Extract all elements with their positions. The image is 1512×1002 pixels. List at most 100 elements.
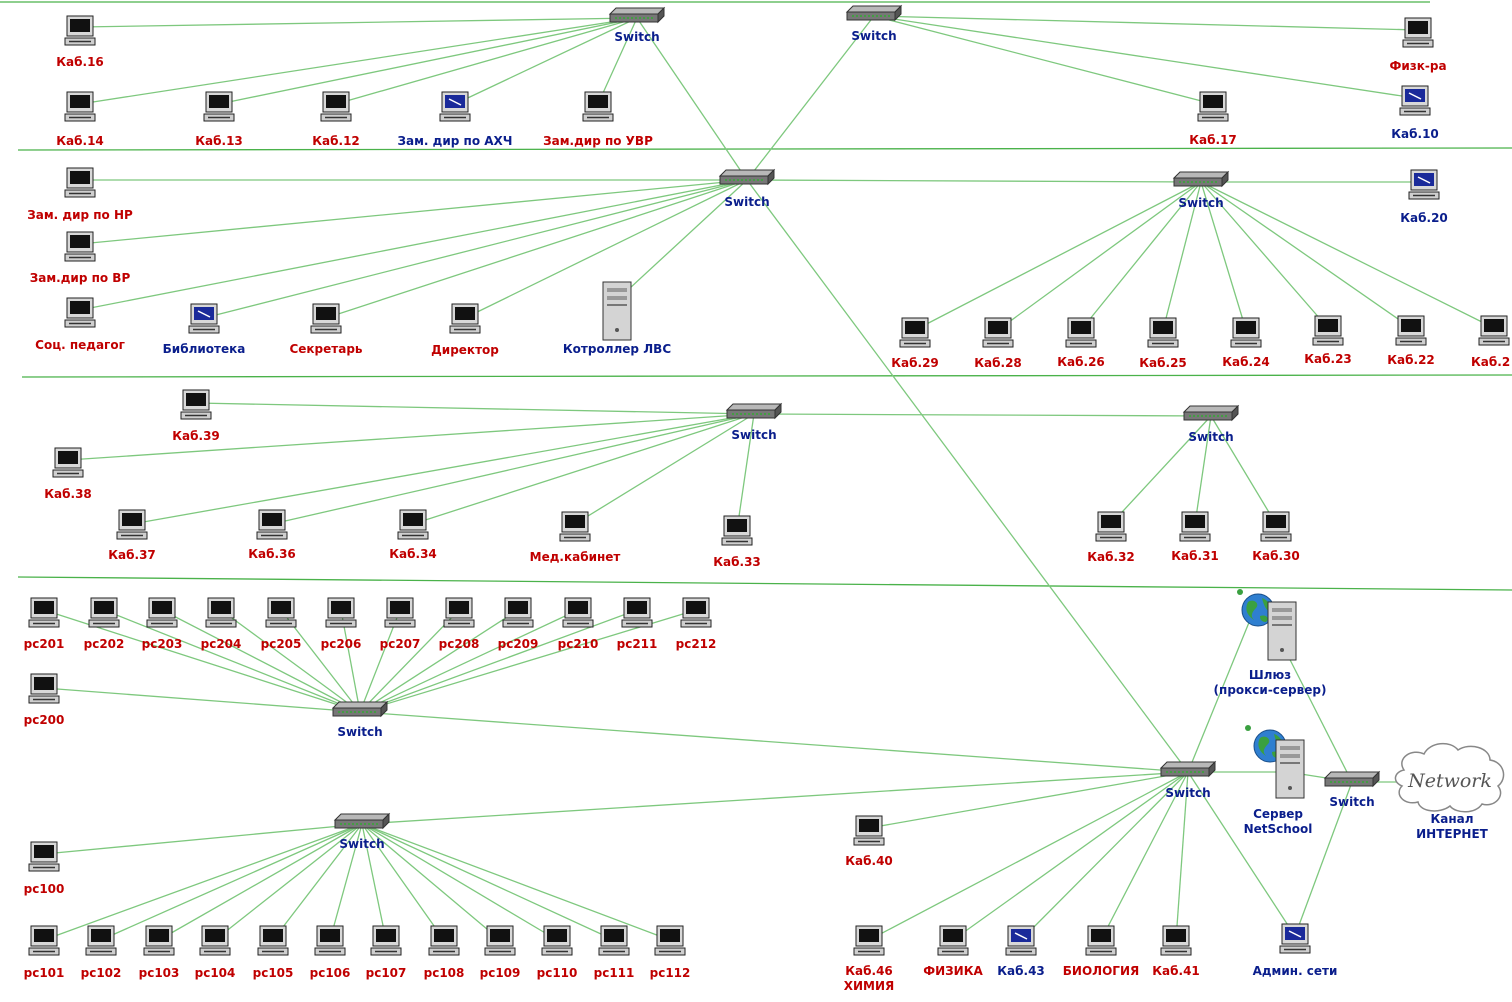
server-icon[interactable]: Котроллер ЛВС: [563, 281, 671, 356]
computer-icon[interactable]: Каб.24: [1222, 317, 1270, 369]
computer-icon[interactable]: Каб.40: [845, 815, 893, 868]
computer-icon[interactable]: Зам. дир по АХЧ: [398, 91, 513, 148]
computer-icon[interactable]: Каб.34: [389, 509, 437, 561]
switch-icon[interactable]: Switch: [609, 7, 665, 44]
node-label: pc112: [650, 966, 691, 980]
computer-icon[interactable]: Каб.23: [1304, 315, 1352, 366]
computer-icon[interactable]: pc203: [142, 597, 183, 651]
computer-icon[interactable]: pc105: [253, 925, 294, 980]
computer-icon[interactable]: pc211: [617, 597, 658, 651]
computer-icon[interactable]: pc109: [480, 925, 521, 980]
node-label: БИОЛОГИЯ: [1063, 964, 1140, 978]
floor-3-nodes: Зам. дир по НР Зам.дир по ВР Соц. педаго…: [27, 167, 1510, 370]
node-label: pc209: [498, 637, 539, 651]
computer-icon[interactable]: Каб.39: [172, 389, 220, 443]
computer-icon[interactable]: Каб.14: [56, 91, 104, 148]
computer-icon[interactable]: Соц. педагог: [35, 297, 125, 352]
computer-icon[interactable]: pc202: [84, 597, 125, 651]
computer-icon[interactable]: pc102: [81, 925, 122, 980]
node-label: Зам.дир по УВР: [543, 134, 653, 148]
node-label: pc111: [594, 966, 635, 980]
computer-icon[interactable]: pc110: [537, 925, 578, 980]
computer-icon[interactable]: Зам.дир по УВР: [543, 91, 653, 148]
computer-icon[interactable]: Каб.36: [248, 509, 296, 561]
computer-icon[interactable]: Зам. дир по НР: [27, 167, 133, 222]
computer-icon[interactable]: Каб.22: [1387, 315, 1435, 367]
computer-icon[interactable]: pc207: [380, 597, 421, 651]
computer-icon[interactable]: pc205: [261, 597, 302, 651]
cloud-icon[interactable]: Network Канал ИНТЕРНЕТ: [1394, 742, 1505, 841]
node-label: pc100: [24, 882, 65, 896]
computer-icon[interactable]: Каб.20: [1400, 169, 1448, 225]
computer-icon[interactable]: Админ. сети: [1253, 923, 1338, 978]
switch-icon[interactable]: Switch: [332, 701, 388, 739]
computer-icon[interactable]: Каб.43: [997, 925, 1045, 978]
computer-icon[interactable]: pc208: [439, 597, 480, 651]
switch-icon[interactable]: Switch: [1173, 171, 1229, 210]
computer-icon[interactable]: pc112: [650, 925, 691, 980]
computer-icon[interactable]: Каб.13: [195, 91, 243, 148]
computer-icon[interactable]: Зам.дир по ВР: [30, 231, 131, 285]
switch-icon[interactable]: Switch: [846, 5, 902, 43]
computer-icon[interactable]: Секретарь: [289, 303, 363, 356]
computer-icon[interactable]: Каб.29: [891, 317, 939, 370]
computer-icon[interactable]: Физк-ра: [1389, 17, 1447, 73]
computer-icon[interactable]: Каб.12: [312, 91, 360, 148]
node-label: (прокси-сервер): [1214, 683, 1327, 697]
computer-icon[interactable]: pc209: [498, 597, 539, 651]
computer-icon[interactable]: Каб.16: [56, 15, 104, 69]
computer-icon[interactable]: Каб.32: [1087, 511, 1135, 564]
computer-icon[interactable]: pc104: [195, 925, 236, 980]
computer-icon[interactable]: Каб.17: [1189, 91, 1237, 147]
computer-icon[interactable]: pc106: [310, 925, 351, 980]
server-icon[interactable]: Сервер NetSchool: [1244, 725, 1313, 836]
switch-icon[interactable]: Switch: [1160, 761, 1216, 800]
computer-icon[interactable]: pc200: [24, 673, 65, 727]
computer-icon[interactable]: pc111: [594, 925, 635, 980]
computer-icon[interactable]: pc206: [321, 597, 362, 651]
computer-icon[interactable]: pc103: [139, 925, 180, 980]
computer-icon[interactable]: Каб.46 ХИМИЯ: [844, 925, 895, 993]
computer-icon[interactable]: БИОЛОГИЯ: [1063, 925, 1140, 978]
gateway-server-icon[interactable]: Шлюз (прокси-сервер): [1214, 589, 1327, 697]
computer-icon[interactable]: pc100: [24, 841, 65, 896]
floor-separators: [0, 1, 1512, 591]
computer-icon[interactable]: pc210: [558, 597, 599, 651]
computer-icon[interactable]: Каб.33: [713, 515, 761, 569]
computer-icon[interactable]: pc212: [676, 597, 717, 651]
node-label: Каб.26: [1057, 355, 1105, 369]
node-label: Шлюз: [1249, 668, 1291, 682]
computer-icon[interactable]: Каб.37: [108, 509, 156, 562]
computer-icon[interactable]: Каб.28: [974, 317, 1022, 370]
computer-icon[interactable]: Каб.31: [1171, 511, 1219, 563]
node-label: Каб.43: [997, 964, 1045, 978]
switch-label: Switch: [724, 195, 769, 209]
floor-1-pc100-nodes: pc100 pc101 pc102 pc103 pc104 pc105 pc10…: [24, 841, 691, 980]
computer-icon[interactable]: Директор: [431, 303, 499, 357]
computer-icon[interactable]: Каб.25: [1139, 317, 1187, 370]
node-label: pc108: [424, 966, 465, 980]
computer-icon[interactable]: pc107: [366, 925, 407, 980]
computer-icon[interactable]: pc108: [424, 925, 465, 980]
switch-icon[interactable]: Switch: [334, 813, 390, 851]
computer-icon[interactable]: pc204: [201, 597, 242, 651]
computer-icon[interactable]: Каб.30: [1252, 511, 1300, 563]
switch-icon[interactable]: Switch: [719, 169, 775, 209]
node-label: pc202: [84, 637, 125, 651]
computer-icon[interactable]: Каб.2: [1471, 315, 1510, 369]
computer-icon[interactable]: pc101: [24, 925, 65, 980]
switch-icon[interactable]: Switch: [726, 403, 782, 442]
core-nodes: Шлюз (прокси-сервер) Сервер NetSchool Ne…: [844, 589, 1505, 993]
node-label: ФИЗИКА: [923, 964, 983, 978]
computer-icon[interactable]: Каб.41: [1152, 925, 1200, 978]
switch-icon[interactable]: Switch: [1324, 771, 1380, 809]
computer-icon[interactable]: Мед.кабинет: [530, 511, 621, 564]
node-label: pc207: [380, 637, 421, 651]
computer-icon[interactable]: pc201: [24, 597, 65, 651]
computer-icon[interactable]: Каб.10: [1391, 85, 1439, 141]
switch-icon[interactable]: Switch: [1183, 405, 1239, 444]
computer-icon[interactable]: Каб.38: [44, 447, 92, 501]
computer-icon[interactable]: Каб.26: [1057, 317, 1105, 369]
computer-icon[interactable]: Библиотека: [163, 303, 246, 356]
computer-icon[interactable]: ФИЗИКА: [923, 925, 984, 978]
